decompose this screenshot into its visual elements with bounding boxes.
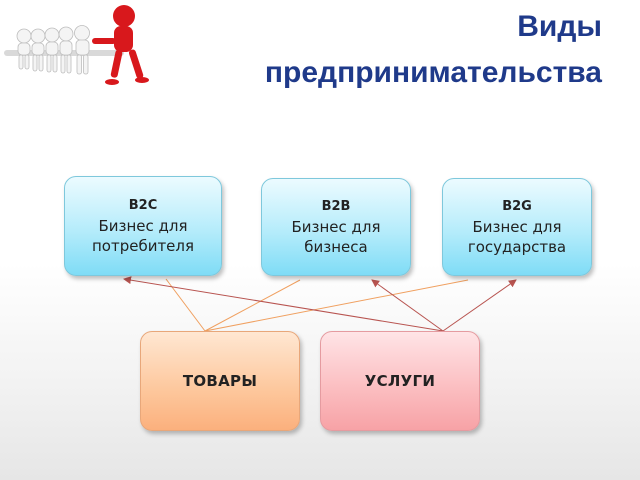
edge-goods-b2g <box>204 279 469 332</box>
b2c-line1: Бизнес для <box>98 217 188 235</box>
b2b-node: B2B Бизнес для бизнеса <box>261 178 411 276</box>
b2c-line2: потребителя <box>91 237 195 255</box>
b2b-line2: бизнеса <box>304 238 368 256</box>
b2g-node: B2G Бизнес для государства <box>442 178 592 276</box>
b2b-code: B2B <box>321 199 351 214</box>
page-title-line2: предпринимательства <box>264 56 602 89</box>
goods-label: ТОВАРЫ <box>182 372 258 390</box>
red-leader-figure <box>92 5 149 85</box>
edge-goods-b2b <box>204 279 301 332</box>
b2g-line1: Бизнес для <box>472 218 562 236</box>
page-title: Виды предпринимательства <box>142 4 602 96</box>
edge-goods-b2c <box>165 278 206 332</box>
edge-services-b2c <box>123 276 444 332</box>
goods-node: ТОВАРЫ <box>140 331 300 431</box>
b2g-line2: государства <box>467 238 567 256</box>
b2c-node: B2C Бизнес для потребителя <box>64 176 222 276</box>
edge-services-b2b <box>371 279 444 332</box>
b2c-code: B2C <box>128 198 158 213</box>
leader-figures-logo <box>4 5 149 85</box>
edge-services-b2g <box>442 279 517 332</box>
services-label: УСЛУГИ <box>364 372 436 390</box>
page-title-line1: Виды <box>517 10 602 43</box>
services-node: УСЛУГИ <box>320 331 480 431</box>
b2b-line1: Бизнес для <box>291 218 381 236</box>
b2g-code: B2G <box>502 199 532 214</box>
white-figures <box>4 25 124 75</box>
